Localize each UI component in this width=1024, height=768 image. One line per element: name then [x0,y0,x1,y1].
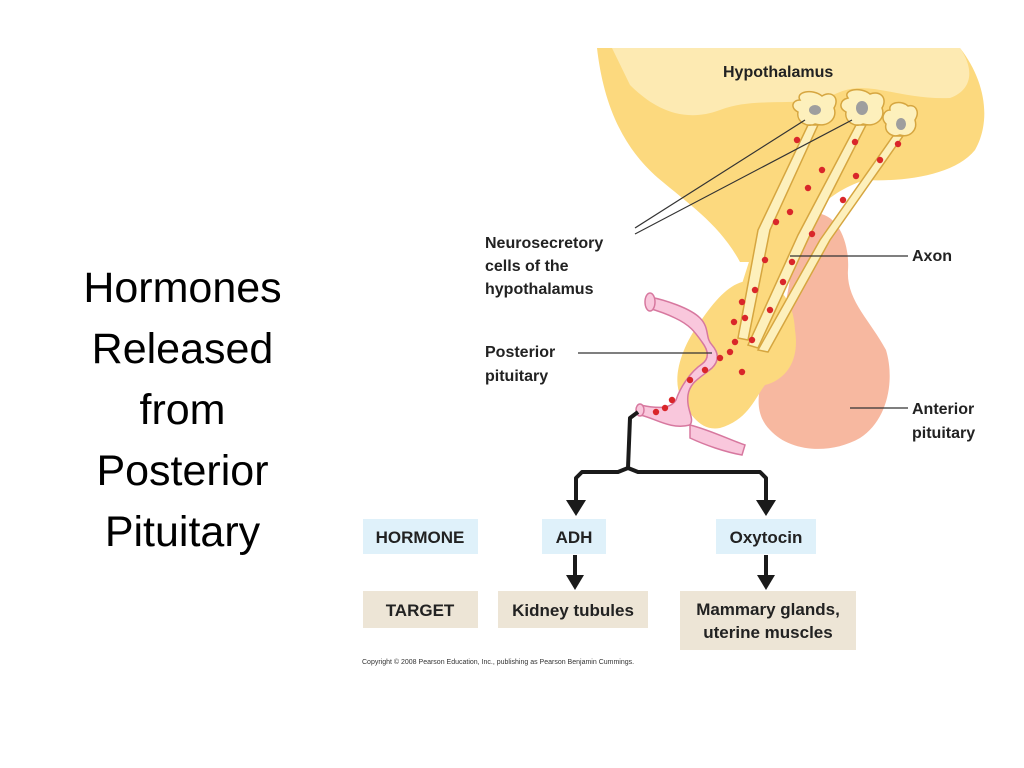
hormone-dot [761,256,769,264]
hypothalamus-highlight [612,48,970,116]
hormone-dot [716,354,724,362]
vessel-outflow-line [574,410,640,505]
hormone-dot [661,404,669,412]
target-header-box [363,591,478,628]
hormone-dot [686,376,694,384]
neuron-nucleus [856,101,868,115]
label-neurosecretory-2: cells of the [485,258,569,275]
target-kidney: Kidney tubules [512,601,634,620]
hormone-dot [701,366,709,374]
hormone-dot [779,278,787,286]
label-axon: Axon [912,248,952,265]
slide-title: Hormones Released from Posterior Pituita… [30,258,335,563]
hormone-dot [730,318,738,326]
neuron-1 [737,90,837,341]
hormone-dot [818,166,826,174]
hormone-dot [731,338,739,346]
hormone-dot [852,172,860,180]
hormone-dot [786,208,794,216]
hormone-dot [738,298,746,306]
hormone-header: HORMONE [376,528,465,547]
hormone-dot [751,286,759,294]
title-line-4: Posterior [96,447,269,495]
hormone-dot [772,218,780,226]
hormone-dot [894,140,902,148]
title-line-5: Pituitary [104,508,261,556]
label-hypothalamus: Hypothalamus [723,64,833,81]
copyright-notice: Copyright © 2008 Pearson Education, Inc.… [362,658,634,666]
arrowheads [566,500,776,590]
hormone-dot [766,306,774,314]
label-posterior-1: Posterior [485,344,555,361]
hormone-dot [788,258,796,266]
kidney-box [498,591,648,628]
hormone-dot [793,136,801,144]
hormone-dot [738,368,746,376]
mammary-box [680,591,856,650]
label-neurosecretory-1: Neurosecretory [485,235,603,252]
title-line-2: Released [91,325,274,373]
label-anterior-1: Anterior [912,401,974,418]
target-mammary-1: Mammary glands, [696,600,840,619]
hormone-dot [808,230,816,238]
hormone-dot [851,138,859,146]
neuron-3 [756,101,918,353]
label-anterior-2: pituitary [912,425,975,442]
label-neurosecretory-3: hypothalamus [485,281,594,298]
hormone-dot [652,408,660,416]
label-posterior-2: pituitary [485,368,548,385]
blood-vessel [635,292,746,456]
oxytocin-box [716,519,816,554]
pointer-neuro-1 [634,119,806,229]
hormone-dot [668,396,676,404]
hormone-adh: ADH [556,528,593,547]
target-header: TARGET [386,601,455,620]
hormone-dot [726,348,734,356]
flow-arrows [573,410,768,580]
title-line-1: Hormones [83,264,282,312]
hormone-oxytocin: Oxytocin [730,528,803,547]
pointer-lines [578,119,908,409]
hormone-dot [804,184,812,192]
adh-box [542,519,606,554]
hormone-header-box [363,519,478,554]
neuron-nucleus [896,118,906,130]
hormone-dot [839,196,847,204]
hormone-dot [741,314,749,322]
neuron-nucleus [809,105,821,115]
arrowhead-mammary [757,575,775,590]
arrowhead-oxytocin [756,500,776,516]
hormone-dot [748,336,756,344]
pointer-neuro-2 [634,119,853,235]
target-mammary-2: uterine muscles [703,623,832,642]
branch-right-line [627,466,768,505]
arrowhead-adh [566,500,586,516]
hormone-molecules [652,136,902,416]
arrowhead-kidney [566,575,584,590]
title-line-3: from [139,386,226,434]
hormone-dot [876,156,884,164]
